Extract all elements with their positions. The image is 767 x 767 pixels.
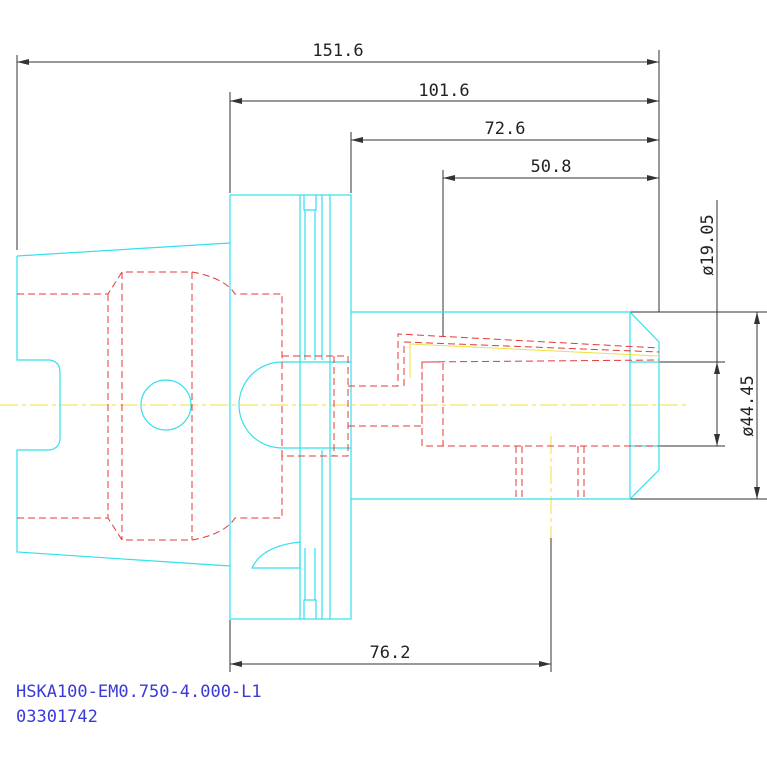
cross-hole-circle xyxy=(140,379,192,431)
dimension-bore-diameter: ø19.05 xyxy=(630,200,725,447)
dimension-length-4: 50.8 xyxy=(442,157,659,337)
dimension-gauge-length: 76.2 xyxy=(229,538,552,672)
part-number: 03301742 xyxy=(16,707,98,727)
dim-label-50-8: 50.8 xyxy=(531,157,572,177)
dim-label-101-6: 101.6 xyxy=(418,81,469,101)
dim-label-72-6: 72.6 xyxy=(485,119,526,139)
thread-line xyxy=(409,343,660,378)
hidden-lines xyxy=(17,271,660,541)
flange xyxy=(229,194,352,620)
hsk-taper-shank xyxy=(16,242,231,567)
dimension-overall-length: 151.6 xyxy=(16,41,660,312)
dimension-length-3: 72.6 xyxy=(350,119,659,193)
part-name: HSKA100-EM0.750-4.000-L1 xyxy=(16,682,262,702)
dim-label-151-6: 151.6 xyxy=(312,41,363,61)
dimension-body-diameter: ø44.45 xyxy=(630,311,767,500)
dim-label-bore-diameter: ø19.05 xyxy=(698,214,718,275)
dimension-length-2: 101.6 xyxy=(229,81,659,193)
dim-label-body-diameter: ø44.45 xyxy=(738,375,758,436)
dim-label-76-2: 76.2 xyxy=(370,643,411,663)
tool-body xyxy=(140,311,660,500)
